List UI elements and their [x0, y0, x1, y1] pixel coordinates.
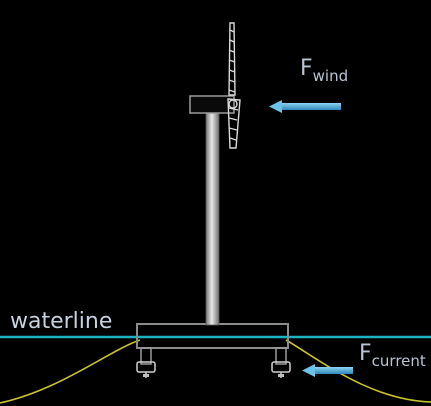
current-force-label: Fcurrent — [359, 341, 426, 369]
turbine-tower — [205, 111, 220, 326]
mooring-line-left — [0, 339, 141, 404]
rotor-blades — [227, 22, 241, 149]
wind-force-symbol: F — [300, 56, 313, 81]
current-force-arrow — [302, 364, 353, 377]
buoyancy-leg-left — [136, 347, 156, 378]
wind-force-label: Fwind — [300, 56, 348, 84]
buoyancy-leg-right — [271, 347, 291, 378]
current-force-symbol: F — [359, 341, 372, 366]
waterline-label: waterline — [10, 309, 113, 334]
mooring-line-right — [285, 339, 431, 403]
turbine-nacelle — [189, 95, 235, 114]
wind-force-subscript: wind — [312, 67, 349, 85]
current-force-subscript: current — [371, 352, 426, 370]
wind-force-arrow — [269, 100, 341, 113]
